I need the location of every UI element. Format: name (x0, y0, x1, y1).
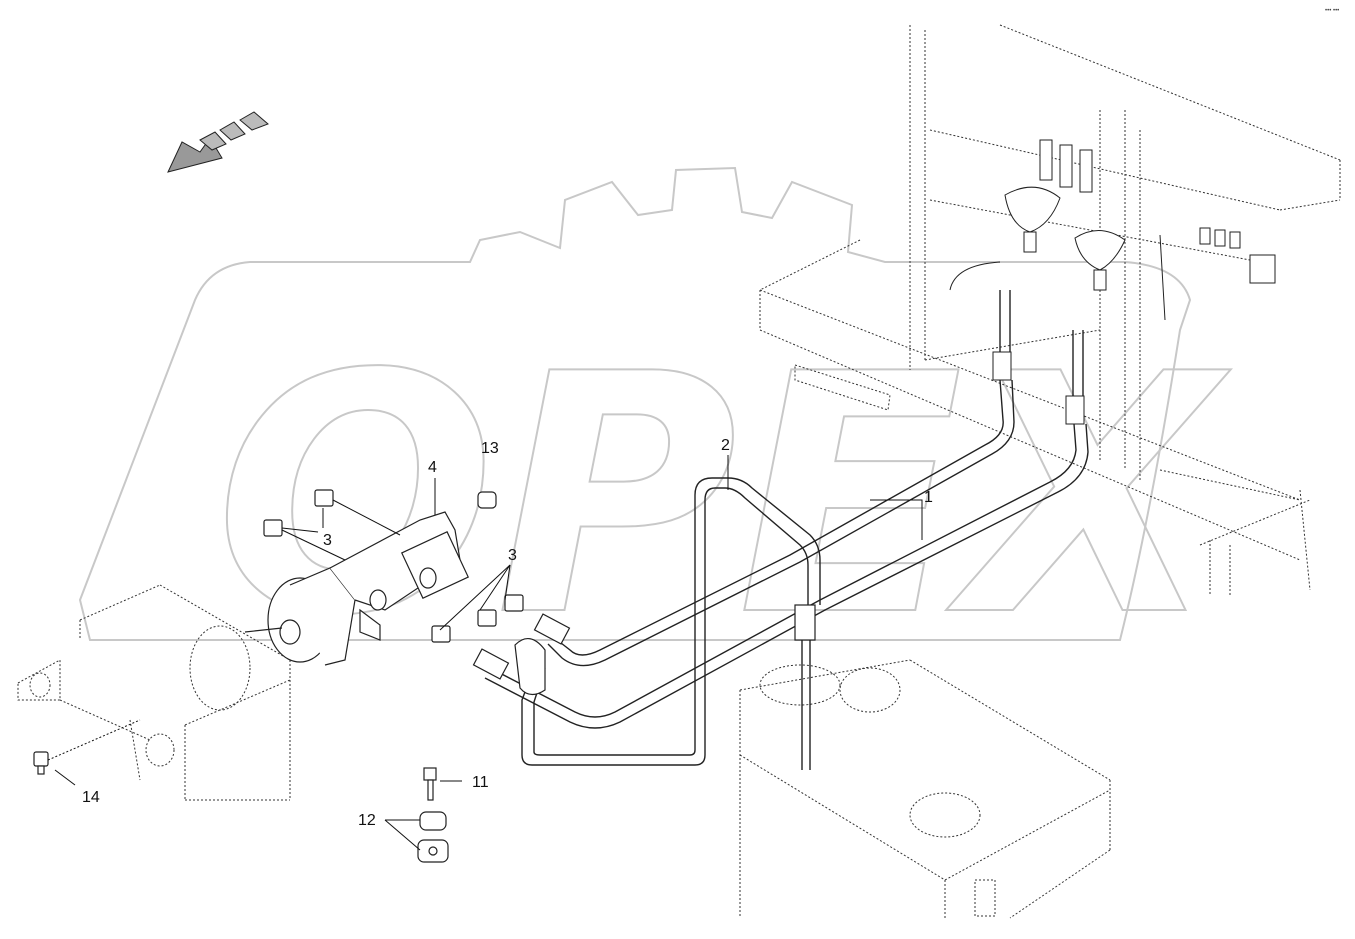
valve-block (949, 139, 1276, 425)
callout-14: 14 (82, 789, 100, 806)
direction-arrow-icon (167, 111, 269, 173)
motor-pump (244, 511, 470, 666)
fittings (263, 489, 524, 643)
pipe-assembly (484, 290, 1089, 770)
hose-nuts (472, 604, 816, 696)
watermark-logo: OPEX (78, 166, 1232, 689)
callout-3-right: 3 (508, 547, 517, 564)
callout-2: 2 (721, 437, 730, 454)
callout-4: 4 (428, 459, 437, 476)
watermark-text: OPEX (215, 304, 1231, 688)
callout-11: 11 (472, 774, 489, 791)
machine-frame (17, 24, 1341, 919)
watermark-gear-outline (78, 166, 1192, 641)
leader-lines (47, 455, 923, 851)
pipe-1-upper (551, 379, 1004, 656)
callout-1: 1 (924, 489, 933, 506)
pipe-2-loop (521, 487, 809, 766)
callout-13: 13 (481, 440, 499, 457)
callout-3-left: 3 (323, 532, 332, 549)
bolt-and-clamp (33, 751, 449, 863)
callouts: 1 2 3 3 4 11 12 13 14 (82, 437, 933, 829)
corner-mark: ••• ••• (1325, 8, 1339, 14)
callout-12: 12 (358, 812, 376, 829)
